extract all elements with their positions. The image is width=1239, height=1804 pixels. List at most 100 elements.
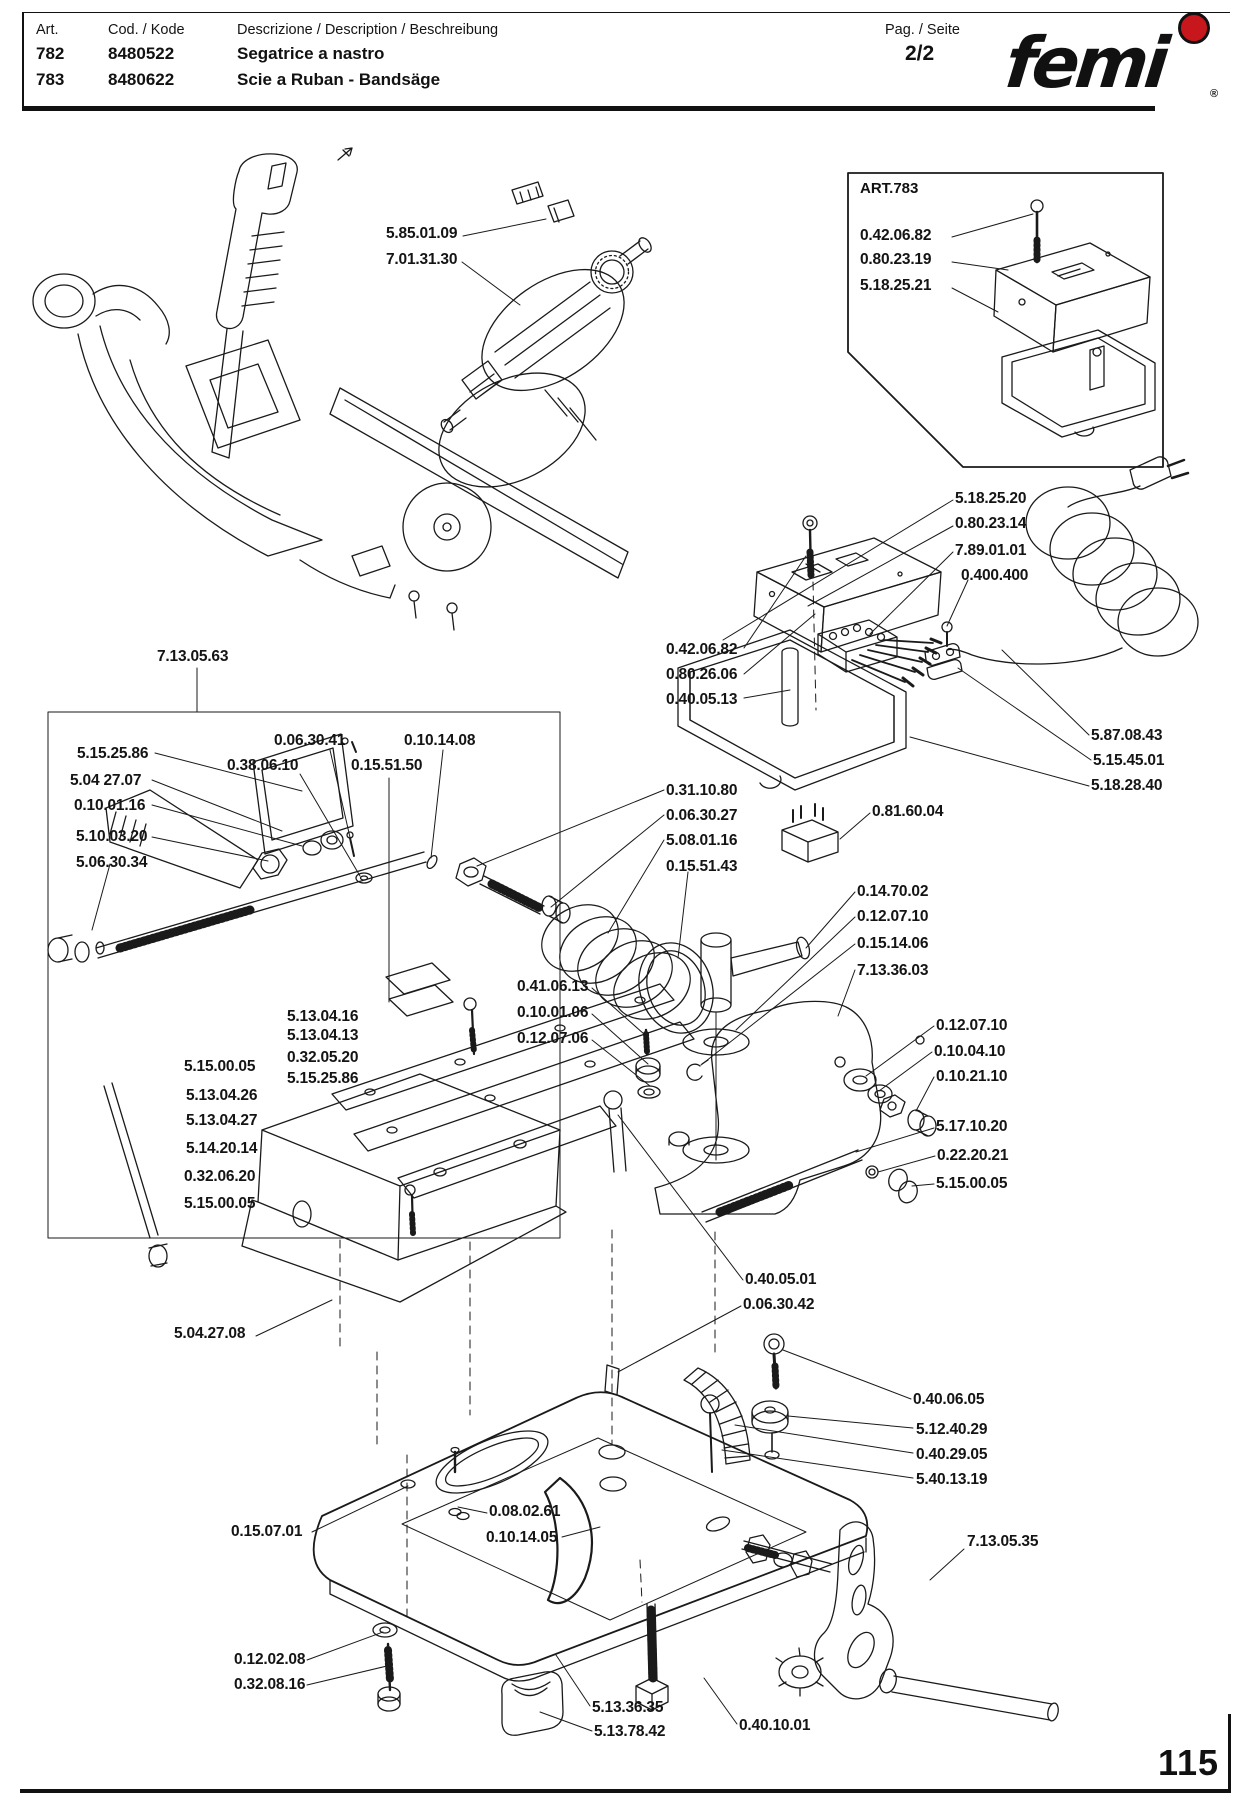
part-label: 0.81.60.04: [872, 803, 944, 820]
saw-body-drawing: [32, 147, 629, 631]
part-label: 0.06.30.41: [274, 732, 346, 749]
part-label: 7.13.05.35: [967, 1533, 1039, 1550]
part-label: 5.14.20.14: [186, 1140, 258, 1157]
part-label: 5.15.45.01: [1093, 752, 1165, 769]
part-label: 0.10.04.10: [934, 1043, 1006, 1060]
part-label: 0.15.51.43: [666, 858, 738, 875]
part-label: 5.87.08.43: [1091, 727, 1163, 744]
base-hardware-drawing: [372, 1521, 1059, 1736]
part-label: 0.10.01.16: [74, 797, 146, 814]
part-label: 0.12.07.10: [936, 1017, 1008, 1034]
part-label: 7.13.05.63: [157, 648, 229, 665]
part-label: 5.18.25.21: [860, 277, 932, 294]
part-label: 0.42.06.82: [666, 641, 738, 658]
part-label: 5.17.10.20: [936, 1118, 1008, 1135]
part-label: 0.06.30.27: [666, 807, 738, 824]
code-column-label: Cod. / Kode: [108, 22, 185, 38]
part-label: 0.40.05.13: [666, 691, 738, 708]
art-column-label: Art.: [36, 22, 59, 38]
part-label: 5.13.04.16: [287, 1008, 359, 1025]
part-label: 5.06.30.34: [76, 854, 148, 871]
part-label: 0.08.02.61: [489, 1503, 561, 1520]
part-label: 5.04 27.07: [70, 772, 142, 789]
part-label: 5.13.78.42: [594, 1723, 666, 1740]
spacer-0063042: [604, 1364, 620, 1396]
part-label: 5.13.04.13: [287, 1027, 359, 1044]
washer-under-plate-2: [599, 1476, 627, 1492]
page-fraction: 2/2: [905, 42, 935, 65]
part-label: 0.38.06.10: [227, 757, 299, 774]
femi-logo: femi ®: [988, 12, 1228, 106]
top-border: [22, 12, 1230, 13]
part-label: 0.12.07.10: [857, 908, 929, 925]
part-label: 0.10.14.08: [404, 732, 476, 749]
code-number-1: 8480522: [108, 44, 175, 63]
part-label: 7.89.01.01: [955, 542, 1027, 559]
part-label: 0.15.07.01: [231, 1523, 303, 1540]
switch-assembly-drawing: [677, 456, 1199, 863]
part-label: 0.32.06.20: [184, 1168, 256, 1185]
part-label: 5.18.28.40: [1091, 777, 1163, 794]
part-label: 5.40.13.19: [916, 1471, 988, 1488]
art-number-2: 783: [36, 70, 65, 89]
washer-under-plate: [598, 1444, 626, 1460]
page-column-label: Pag. / Seite: [885, 22, 960, 38]
part-label: 5.13.04.27: [186, 1112, 258, 1129]
part-label: 0.10.01.06: [517, 1004, 589, 1021]
part-label: 0.10.14.05: [486, 1529, 558, 1546]
part-label: 0.400.400: [961, 567, 1029, 584]
part-label: 0.32.05.20: [287, 1049, 359, 1066]
part-label: 5.18.25.20: [955, 490, 1027, 507]
left-border: [22, 12, 24, 107]
part-label: 5.85.01.09: [386, 225, 458, 242]
inset-box-title: ART.783: [860, 180, 919, 197]
part-label: 7.13.36.03: [857, 962, 929, 979]
part-label: 5.13.04.26: [186, 1087, 258, 1104]
part-label: 0.10.21.10: [936, 1068, 1008, 1085]
part-label: 0.80.23.14: [955, 515, 1027, 532]
part-label: 0.41.06.13: [517, 978, 589, 995]
code-number-2: 8480622: [108, 70, 175, 89]
base-plate-drawing: [312, 1333, 869, 1682]
part-label: 0.42.06.82: [860, 227, 932, 244]
part-label: 0.12.02.08: [234, 1651, 306, 1668]
part-label: 0.15.51.50: [351, 757, 423, 774]
part-label: 0.40.06.05: [913, 1391, 985, 1408]
vise-assembly-drawing: [47, 711, 695, 1303]
part-label: 0.15.14.06: [857, 935, 929, 952]
part-label: 0.31.10.80: [666, 782, 738, 799]
femi-logo-dot-icon: [1178, 12, 1210, 44]
part-label: 5.13.36.35: [592, 1699, 664, 1716]
part-label: 0.40.10.01: [739, 1717, 811, 1734]
part-label: 5.04.27.08: [174, 1325, 246, 1342]
motor-armature-drawing: [440, 181, 652, 434]
part-label: 0.06.30.42: [743, 1296, 815, 1313]
art-number-1: 782: [36, 44, 65, 63]
part-label: 0.80.26.06: [666, 666, 738, 683]
part-label: 0.12.07.06: [517, 1030, 589, 1047]
description-1: Segatrice a nastro: [237, 44, 385, 63]
part-label: 0.32.08.16: [234, 1676, 306, 1693]
desc-column-label: Descrizione / Description / Beschreibung: [237, 22, 499, 38]
part-label: 0.22.20.21: [937, 1147, 1009, 1164]
right-border: [1228, 1714, 1231, 1793]
registered-mark: ®: [1210, 88, 1219, 100]
description-2: Scie a Ruban - Bandsäge: [237, 70, 441, 89]
part-label: 5.08.01.16: [666, 832, 738, 849]
part-label: 5.10.03.20: [76, 828, 148, 845]
part-label: 0.40.05.01: [745, 1271, 817, 1288]
part-label: 5.15.25.86: [287, 1070, 359, 1087]
inset-box-outline: [847, 172, 1164, 468]
construction-lines: [339, 581, 817, 1623]
part-label: 0.80.23.19: [860, 251, 932, 268]
header-rule: [22, 106, 1155, 111]
page-number: 115: [1158, 1742, 1220, 1783]
part-label: 5.12.40.29: [916, 1421, 988, 1438]
part-label: 5.15.25.86: [77, 745, 149, 762]
part-label: 7.01.31.30: [386, 251, 458, 268]
part-label: 0.40.29.05: [916, 1446, 988, 1463]
part-label: 5.15.00.05: [184, 1195, 256, 1212]
pivot-assembly-drawing: [455, 857, 937, 1223]
